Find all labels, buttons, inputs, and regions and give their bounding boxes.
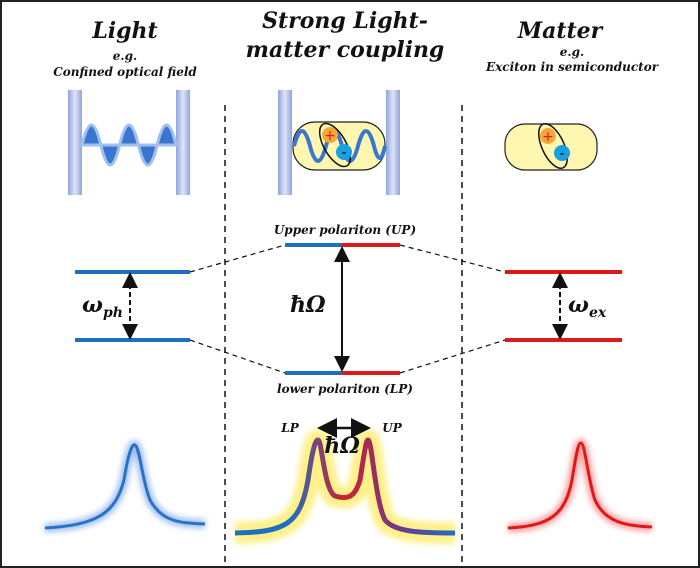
lp-peak-label: LP [280,421,299,435]
upper-polariton-label: Upper polariton (UP) [274,223,416,237]
title-coupling-1: Strong Light- [262,8,428,34]
title-coupling-2: matter coupling [246,37,445,63]
eg-light: e.g. [113,49,137,63]
spectrum-splitting-label: ħΩ [324,433,360,459]
up-peak-label: UP [382,421,402,435]
minus-charge: - [341,145,346,161]
minus-charge: - [559,146,564,162]
omega-ph-label: ωph [82,292,123,321]
title-matter: Matter [517,18,604,44]
rabi-splitting-label: ħΩ [290,292,326,318]
exciton-spectrum [507,438,653,533]
polariton-spectrum: LP UP ħΩ [234,418,456,544]
energy-levels: ωph ħΩ Upper polariton (UP) lower polari… [75,223,622,396]
photon-spectrum [44,440,206,533]
optical-cavity-icon [68,90,190,195]
example-light: Confined optical field [53,65,197,79]
plus-charge: + [324,128,336,144]
title-light: Light [91,18,157,44]
polariton-cavity-icon: + - [278,90,400,195]
omega-ex-label: ωex [568,292,607,321]
exciton-icon: + - [504,123,598,171]
example-matter: Exciton in semiconductor [485,60,660,74]
lower-polariton-label: lower polariton (LP) [277,382,413,396]
eg-matter: e.g. [560,45,584,59]
plus-charge: + [542,129,554,145]
